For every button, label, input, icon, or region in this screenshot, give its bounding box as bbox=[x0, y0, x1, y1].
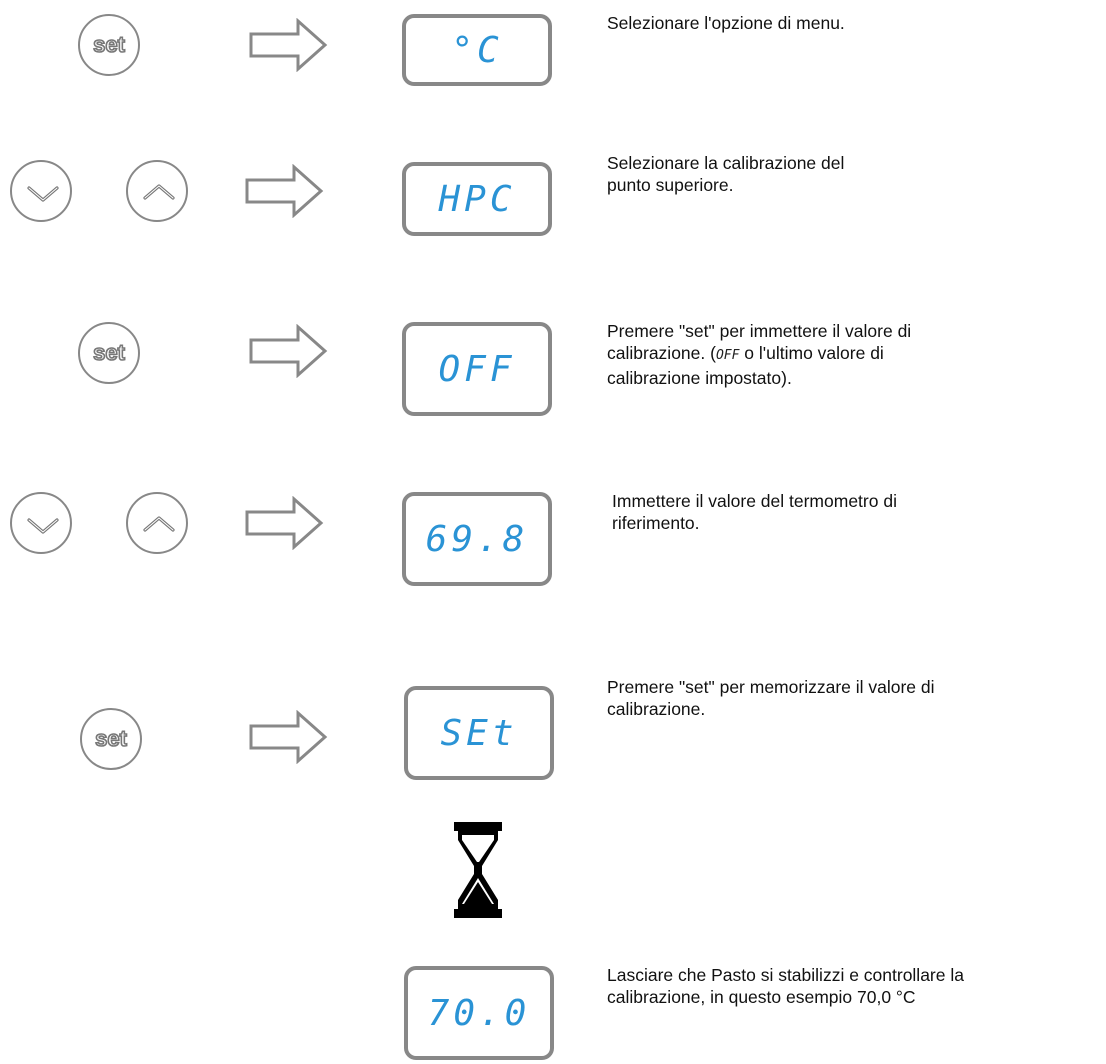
lcd-readout: HPC bbox=[438, 178, 516, 220]
description-line: calibrazione, in questo esempio 70,0 °C bbox=[607, 987, 916, 1007]
up-button[interactable] bbox=[126, 492, 188, 554]
description-line: calibrazione impostato). bbox=[607, 368, 792, 388]
set-button-label: set bbox=[92, 31, 125, 58]
step-description: Immettere il valore del termometro di ri… bbox=[612, 490, 897, 534]
right-arrow-icon bbox=[249, 325, 327, 377]
down-button[interactable] bbox=[10, 492, 72, 554]
lcd-readout: 70.0 bbox=[427, 992, 531, 1034]
lcd-display: HPC bbox=[402, 162, 552, 236]
hourglass-icon bbox=[454, 822, 502, 918]
lcd-display: °C bbox=[402, 14, 552, 86]
description-text: o l'ultimo valore di bbox=[739, 343, 884, 363]
chevron-up-icon bbox=[143, 184, 175, 200]
description-line: Premere "set" per memorizzare il valore … bbox=[607, 677, 935, 697]
step-description: Premere "set" per immettere il valore di… bbox=[607, 320, 911, 389]
set-button[interactable]: set bbox=[78, 322, 140, 384]
lcd-display: OFF bbox=[402, 322, 552, 416]
lcd-display: 70.0 bbox=[404, 966, 554, 1060]
step-description: Premere "set" per memorizzare il valore … bbox=[607, 676, 935, 720]
description-line: calibrazione. (OFF o l'ultimo valore di bbox=[607, 342, 911, 367]
set-button[interactable]: set bbox=[80, 708, 142, 770]
set-button-label: set bbox=[92, 339, 125, 366]
lcd-display: 69.8 bbox=[402, 492, 552, 586]
step-description: Selezionare l'opzione di menu. bbox=[607, 12, 845, 34]
description-line: riferimento. bbox=[612, 513, 700, 533]
right-arrow-icon bbox=[249, 19, 327, 71]
description-line: Lasciare che Pasto si stabilizzi e contr… bbox=[607, 965, 964, 985]
chevron-down-icon bbox=[27, 518, 59, 534]
set-button-label: set bbox=[94, 725, 127, 752]
description-line: Selezionare l'opzione di menu. bbox=[607, 13, 845, 33]
step-description: Selezionare la calibrazione del punto su… bbox=[607, 152, 844, 196]
lcd-readout: SEt bbox=[440, 712, 518, 754]
lcd-readout: °C bbox=[451, 29, 503, 71]
description-text: calibrazione. ( bbox=[607, 343, 716, 363]
up-button[interactable] bbox=[126, 160, 188, 222]
step-description: Lasciare che Pasto si stabilizzi e contr… bbox=[607, 964, 964, 1008]
description-line: calibrazione. bbox=[607, 699, 706, 719]
down-button[interactable] bbox=[10, 160, 72, 222]
chevron-down-icon bbox=[27, 186, 59, 202]
lcd-readout: OFF bbox=[438, 348, 516, 390]
right-arrow-icon bbox=[249, 711, 327, 763]
inline-lcd-code: OFF bbox=[715, 348, 740, 363]
lcd-display: SEt bbox=[404, 686, 554, 780]
description-line: Selezionare la calibrazione del bbox=[607, 153, 845, 173]
description-line: Premere "set" per immettere il valore di bbox=[607, 321, 912, 341]
lcd-readout: 69.8 bbox=[425, 518, 529, 560]
description-line: Immettere il valore del termometro di bbox=[612, 491, 897, 511]
right-arrow-icon bbox=[245, 497, 323, 549]
right-arrow-icon bbox=[245, 165, 323, 217]
description-line: punto superiore. bbox=[607, 175, 734, 195]
chevron-up-icon bbox=[143, 516, 175, 532]
set-button[interactable]: set bbox=[78, 14, 140, 76]
